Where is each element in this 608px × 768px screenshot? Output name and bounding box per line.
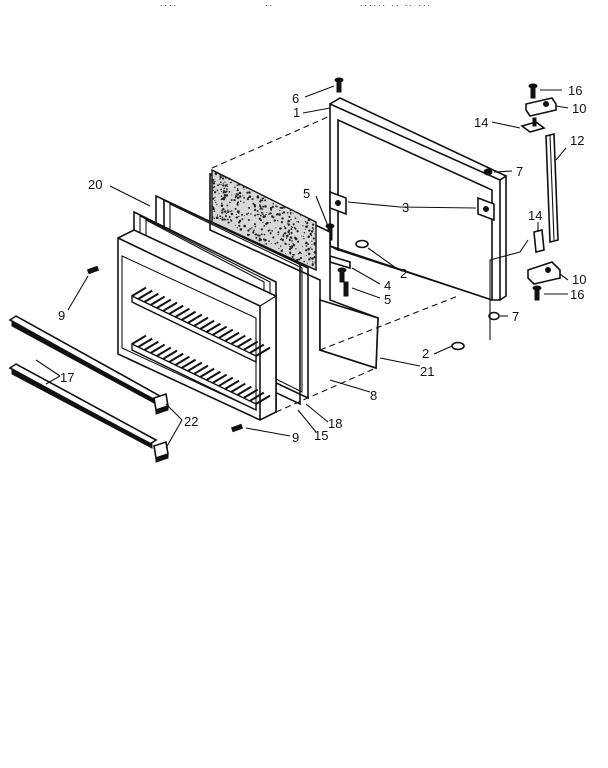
- alignment-line-1: [211, 115, 331, 169]
- callout-4: 4: [384, 278, 391, 293]
- alignment-line-2: [319, 295, 459, 351]
- handle-end-cap-22-lower: [153, 440, 169, 463]
- hinge-cover-12: [545, 132, 559, 244]
- washer-2-lower: [451, 341, 465, 351]
- leader-lines: [35, 85, 569, 449]
- callout-22: 22: [184, 414, 198, 429]
- screw-9-bottom: [230, 423, 244, 433]
- callout-8: 8: [370, 388, 377, 403]
- callout-17: 17: [60, 370, 74, 385]
- plug-7-bottom: [488, 311, 500, 321]
- callout-16-top: 16: [568, 83, 582, 98]
- hinge-group-bracket-line: [489, 239, 529, 340]
- handle-end-cap-22-upper: [153, 392, 169, 415]
- callout-10-top: 10: [572, 101, 586, 116]
- hinge-10-top: [525, 97, 557, 117]
- callout-14-bottom: 14: [528, 208, 542, 223]
- door-stop-4: [329, 254, 351, 283]
- hinge-10-bottom: [527, 261, 561, 285]
- callout-2-lower: 2: [422, 346, 429, 361]
- door-outer-panel: [329, 97, 508, 301]
- callout-5-lower: 5: [384, 292, 391, 307]
- hinge-pin-14-bottom: [533, 228, 545, 254]
- hinge-pin-14-top: [520, 117, 546, 133]
- screw-16-top: [528, 83, 538, 99]
- callout-7-top: 7: [516, 164, 523, 179]
- callout-15: 15: [314, 428, 328, 443]
- callout-18: 18: [328, 416, 342, 431]
- door-shelf-lower: [131, 334, 271, 412]
- header-fragment-1: ....: [160, 0, 178, 8]
- callout-7-bottom: 7: [512, 309, 519, 324]
- screw-5-lower: [343, 281, 349, 297]
- header-fragment-2: ..: [265, 0, 274, 8]
- callout-9-left: 9: [58, 308, 65, 323]
- screw-9-left: [86, 265, 100, 275]
- header-fragment-3: ...... .. .. ...: [360, 0, 432, 8]
- door-shelf-upper: [131, 286, 271, 364]
- hinge-bracket-left: [329, 190, 347, 216]
- callout-6: 6: [292, 91, 299, 106]
- callout-20: 20: [88, 177, 102, 192]
- callout-9-bottom: 9: [292, 430, 299, 445]
- screw-6: [334, 77, 344, 93]
- washer-2-upper: [355, 239, 369, 249]
- screw-16-bottom: [532, 285, 542, 301]
- callout-10-bottom: 10: [572, 272, 586, 287]
- insulation-pad: [211, 168, 317, 272]
- alignment-line-3: [275, 367, 377, 413]
- callout-21: 21: [420, 364, 434, 379]
- callout-14-top: 14: [474, 115, 488, 130]
- hinge-bracket-right: [477, 196, 495, 222]
- callout-5-upper: 5: [303, 186, 310, 201]
- callout-3: 3: [402, 200, 409, 215]
- callout-16-bottom: 16: [570, 287, 584, 302]
- plug-7-top: [483, 168, 493, 176]
- callout-2-upper: 2: [400, 266, 407, 281]
- callout-labels: 6 1 3 5 20 7 16 10 14 12 14 10 16 7 2 4 …: [58, 83, 586, 445]
- door-handle-17-lower: [8, 363, 158, 449]
- callout-1: 1: [293, 105, 300, 120]
- callout-12: 12: [570, 133, 584, 148]
